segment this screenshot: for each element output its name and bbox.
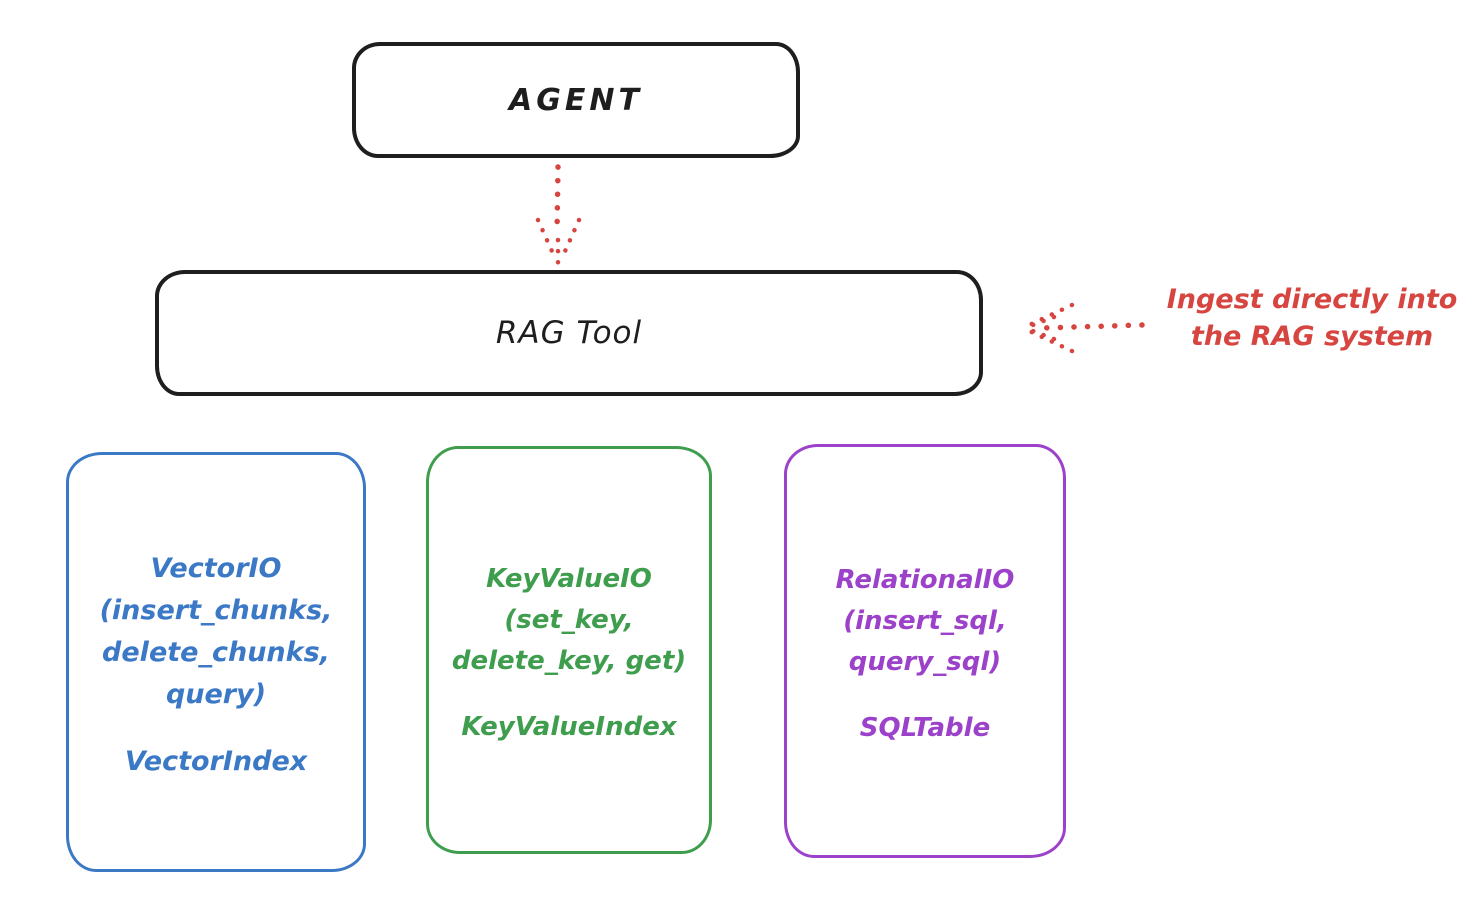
ingest-annotation-line2: the RAG system bbox=[1190, 321, 1434, 352]
key-value-io-title-line: (set_key, bbox=[504, 604, 634, 635]
vector-io-title-line: delete_chunks, bbox=[102, 636, 330, 668]
vector-index-label: VectorIndex bbox=[124, 745, 308, 777]
agent-label: AGENT bbox=[509, 82, 643, 118]
relational-io-title-line: query_sql) bbox=[848, 646, 1002, 677]
agent-node[interactable]: AGENT bbox=[352, 42, 800, 158]
key-value-index-label: KeyValueIndex bbox=[461, 711, 677, 742]
relational-io-title-line: (insert_sql, bbox=[843, 605, 1007, 636]
rag-tool-label: RAG Tool bbox=[495, 315, 643, 351]
key-value-io-title-line: KeyValueIO bbox=[486, 563, 652, 594]
arrow-down-dotted-icon[interactable] bbox=[513, 160, 603, 272]
arrow-left-dotted-icon[interactable] bbox=[1008, 294, 1150, 366]
key-value-io-node[interactable]: KeyValueIO (set_key, delete_key, get) Ke… bbox=[426, 446, 712, 854]
relational-io-node[interactable]: RelationalIO (insert_sql, query_sql) SQL… bbox=[784, 444, 1066, 858]
vector-io-title-line: (insert_chunks, bbox=[99, 594, 333, 626]
rag-tool-node[interactable]: RAG Tool bbox=[155, 270, 983, 396]
vector-io-title-line: VectorIO bbox=[150, 552, 282, 584]
ingest-annotation-line1: Ingest directly into bbox=[1166, 284, 1458, 315]
ingest-annotation[interactable]: Ingest directly into the RAG system bbox=[1140, 281, 1484, 355]
key-value-io-title-line: delete_key, get) bbox=[451, 645, 687, 676]
sql-table-label: SQLTable bbox=[859, 712, 991, 743]
relational-io-title-line: RelationalIO bbox=[835, 564, 1015, 595]
vector-io-node[interactable]: VectorIO (insert_chunks, delete_chunks, … bbox=[66, 452, 366, 872]
vector-io-title-line: query) bbox=[165, 678, 267, 710]
